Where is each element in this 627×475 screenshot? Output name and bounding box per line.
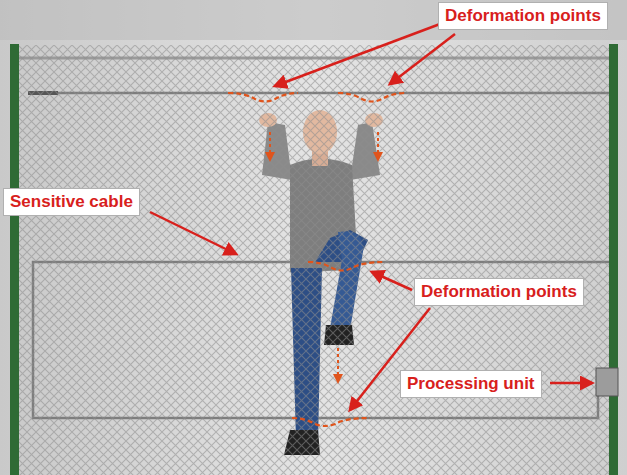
callout-label: Deformation points (438, 2, 608, 30)
callout-label: Deformation points (414, 278, 584, 306)
processing-unit-box (596, 368, 618, 396)
deformation-marks (228, 93, 406, 426)
fence-post (10, 44, 19, 475)
sky-band (0, 0, 627, 40)
force-arrows (270, 132, 378, 382)
fence-post (609, 44, 618, 475)
part-label: Sensitive cable (3, 188, 140, 216)
chain-link-mesh (15, 45, 615, 475)
callout-label: Processing unit (400, 370, 542, 398)
leader-arrows (150, 24, 592, 410)
